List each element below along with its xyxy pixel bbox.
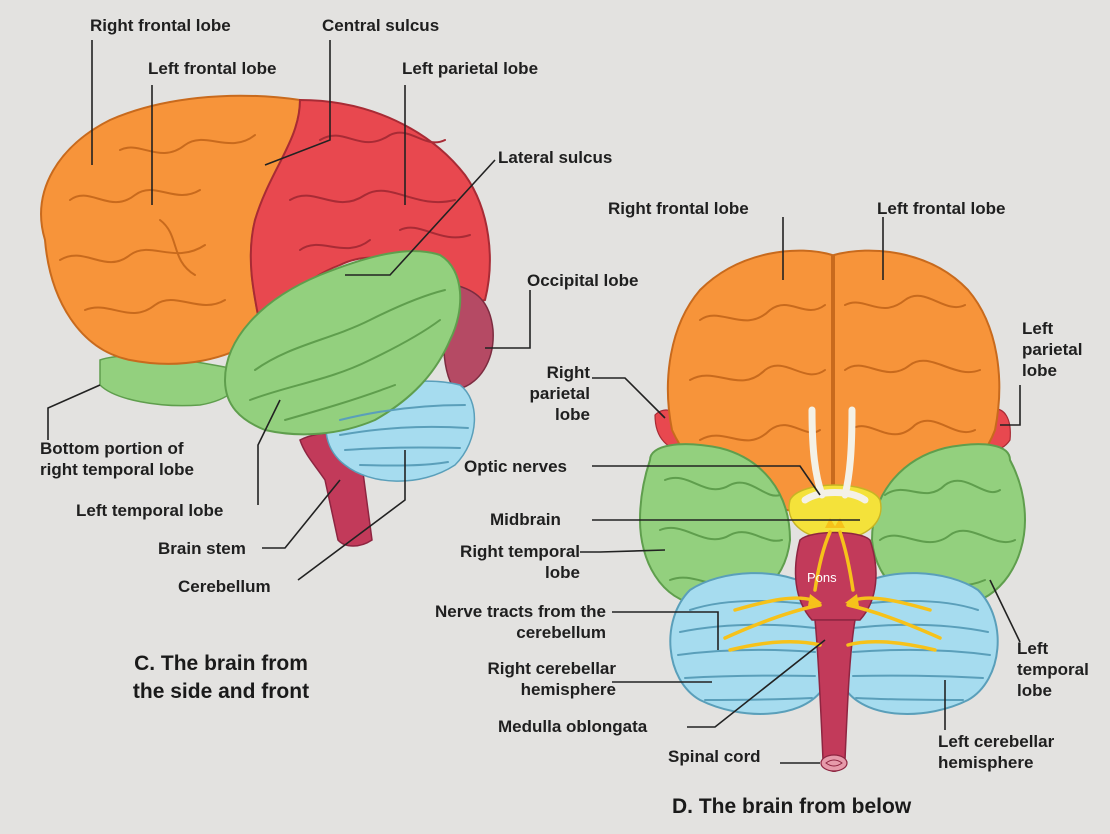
label-side-left-temporal-lobe: Left temporal lobe xyxy=(76,500,223,521)
label-below-pons: Pons xyxy=(807,567,837,588)
label-side-left-frontal-lobe: Left frontal lobe xyxy=(148,58,276,79)
label-below-left-cerebellar-hemisphere: Left cerebellar hemisphere xyxy=(938,731,1054,773)
label-below-optic-nerves: Optic nerves xyxy=(464,456,567,477)
label-side-bottom-right-temporal-lobe: Bottom portion of right temporal lobe xyxy=(40,438,194,480)
label-below-left-parietal-lobe: Left parietal lobe xyxy=(1022,318,1082,381)
spinal-cord-section xyxy=(821,755,847,771)
label-below-spinal-cord: Spinal cord xyxy=(668,746,761,767)
label-below-left-frontal-lobe: Left frontal lobe xyxy=(877,198,1005,219)
label-side-brain-stem: Brain stem xyxy=(158,538,246,559)
label-side-left-parietal-lobe: Left parietal lobe xyxy=(402,58,538,79)
label-below-right-temporal-lobe: Right temporal lobe xyxy=(400,541,580,583)
label-side-occipital-lobe: Occipital lobe xyxy=(527,270,638,291)
label-below-right-frontal-lobe: Right frontal lobe xyxy=(608,198,749,219)
label-below-right-cerebellar-hemisphere: Right cerebellar hemisphere xyxy=(430,658,616,700)
label-side-right-frontal-lobe: Right frontal lobe xyxy=(90,15,231,36)
caption-bottom-view: D. The brain from below xyxy=(672,793,911,821)
bottom-view-brain xyxy=(640,251,1025,772)
label-below-medulla-oblongata: Medulla oblongata xyxy=(498,716,647,737)
label-side-central-sulcus: Central sulcus xyxy=(322,15,439,36)
label-below-left-temporal-lobe: Left temporal lobe xyxy=(1017,638,1089,701)
caption-side-view: C. The brain from the side and front xyxy=(110,650,332,706)
label-below-right-parietal-lobe: Right parietal lobe xyxy=(500,362,590,425)
label-side-cerebellum: Cerebellum xyxy=(178,576,271,597)
label-below-midbrain: Midbrain xyxy=(490,509,561,530)
label-below-nerve-tracts: Nerve tracts from the cerebellum xyxy=(380,601,606,643)
label-side-lateral-sulcus: Lateral sulcus xyxy=(498,147,612,168)
